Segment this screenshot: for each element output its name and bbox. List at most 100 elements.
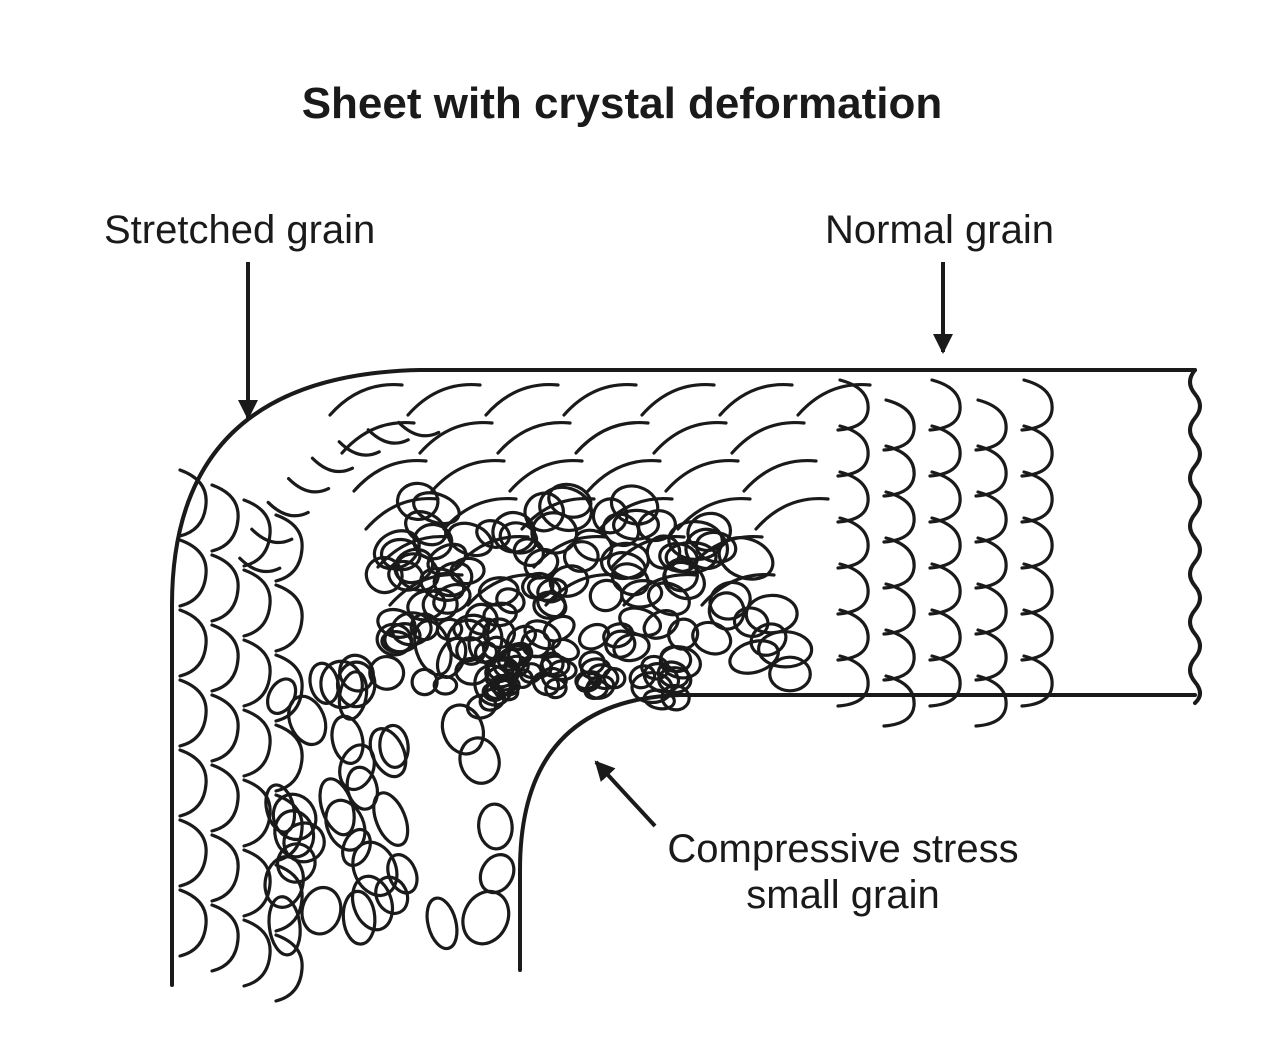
small-grain — [378, 723, 410, 769]
small-grain — [338, 743, 376, 792]
normal-grain — [836, 608, 870, 662]
stretched-grain — [754, 496, 830, 531]
small-grain — [691, 620, 733, 656]
small-grain — [601, 512, 641, 548]
stretched-grain — [397, 420, 441, 438]
stretched-grain — [418, 420, 494, 455]
normal-grain — [974, 490, 1008, 544]
small-grain — [364, 556, 404, 595]
small-grain — [263, 855, 305, 909]
small-grain — [604, 629, 637, 659]
stretched-grain — [178, 468, 208, 538]
small-grain — [350, 874, 395, 932]
small-grain — [394, 552, 440, 592]
small-grain — [495, 587, 526, 615]
stretched-grain — [242, 918, 272, 988]
normal-grain — [974, 398, 1008, 452]
small-grain — [412, 491, 461, 526]
stretched-grain — [178, 608, 208, 678]
normal-grain — [1020, 608, 1054, 662]
stretched-grain — [178, 678, 208, 748]
small-grain — [275, 842, 317, 884]
small-grain — [341, 889, 377, 946]
small-grain — [395, 481, 440, 522]
stretched-grain — [242, 498, 272, 568]
small-grain — [663, 557, 699, 593]
small-grain — [387, 559, 425, 592]
stretched-grain — [310, 456, 355, 474]
stretched-grain — [337, 440, 381, 457]
normal-grain — [836, 424, 870, 478]
small-grain — [495, 673, 517, 692]
normal-grain — [882, 536, 916, 590]
normal-grain — [1020, 424, 1054, 478]
stretched-grain — [484, 382, 560, 417]
small-grain — [749, 622, 788, 657]
stretched-grain — [250, 527, 294, 545]
small-grain — [482, 601, 518, 628]
stretched-grain — [640, 382, 716, 417]
normal-grain — [836, 470, 870, 524]
small-grain — [657, 666, 693, 695]
normal-grain — [1020, 654, 1054, 708]
normal-grain — [974, 444, 1008, 498]
stretched-grain — [586, 458, 662, 493]
small-grain — [351, 840, 399, 898]
normal-grain — [974, 674, 1008, 728]
stretched-grain — [210, 833, 240, 903]
small-grain — [475, 519, 511, 549]
small-grain — [319, 659, 364, 710]
small-grain — [341, 827, 372, 868]
small-grain — [532, 590, 567, 620]
small-grain — [435, 636, 468, 679]
normal-grain — [882, 628, 916, 682]
normal-grain — [836, 516, 870, 570]
small-grain — [707, 591, 746, 631]
stretched-grain — [210, 623, 240, 693]
stretched-grain — [274, 513, 304, 583]
stretched-grain — [178, 538, 208, 608]
small-grain — [380, 630, 414, 654]
stretched-grain — [718, 382, 794, 417]
small-grain — [425, 896, 459, 951]
stretched-grain — [242, 708, 272, 778]
small-grain — [421, 587, 459, 622]
small-grain — [376, 607, 417, 639]
small-grain — [267, 895, 302, 957]
small-grain — [324, 798, 367, 852]
normal-grain — [882, 490, 916, 544]
small-grain — [461, 889, 511, 946]
stretched-grain — [178, 748, 208, 818]
small-grain — [520, 628, 552, 659]
stretched-grain — [242, 848, 272, 918]
small-grain — [386, 853, 419, 895]
stretched-grain — [406, 382, 482, 417]
stretched-grain — [274, 863, 304, 933]
stretched-grain — [610, 534, 686, 569]
small-grain — [658, 645, 702, 680]
normal-grain — [882, 398, 916, 452]
stretched-grain — [508, 458, 584, 493]
small-grain — [330, 714, 365, 765]
stretched-grain — [328, 382, 404, 417]
small-grain — [585, 674, 616, 700]
small-grain — [498, 521, 539, 555]
small-grain — [440, 703, 486, 756]
stretched-grain — [652, 420, 728, 455]
stretched-grain — [352, 458, 428, 493]
small-grain — [551, 637, 580, 662]
small-grain — [345, 765, 380, 811]
small-grain — [287, 694, 328, 747]
compressive-stress-arrow — [594, 760, 657, 828]
small-grain — [656, 660, 690, 689]
small-grain — [544, 677, 568, 700]
normal-grain — [928, 424, 962, 478]
small-grain — [404, 510, 448, 547]
small-grain — [728, 639, 780, 675]
stretched-grain — [796, 382, 872, 417]
stretched-grain — [562, 382, 638, 417]
small-grain — [264, 783, 297, 834]
small-grain — [273, 809, 316, 859]
stretched-grain — [274, 933, 304, 1003]
